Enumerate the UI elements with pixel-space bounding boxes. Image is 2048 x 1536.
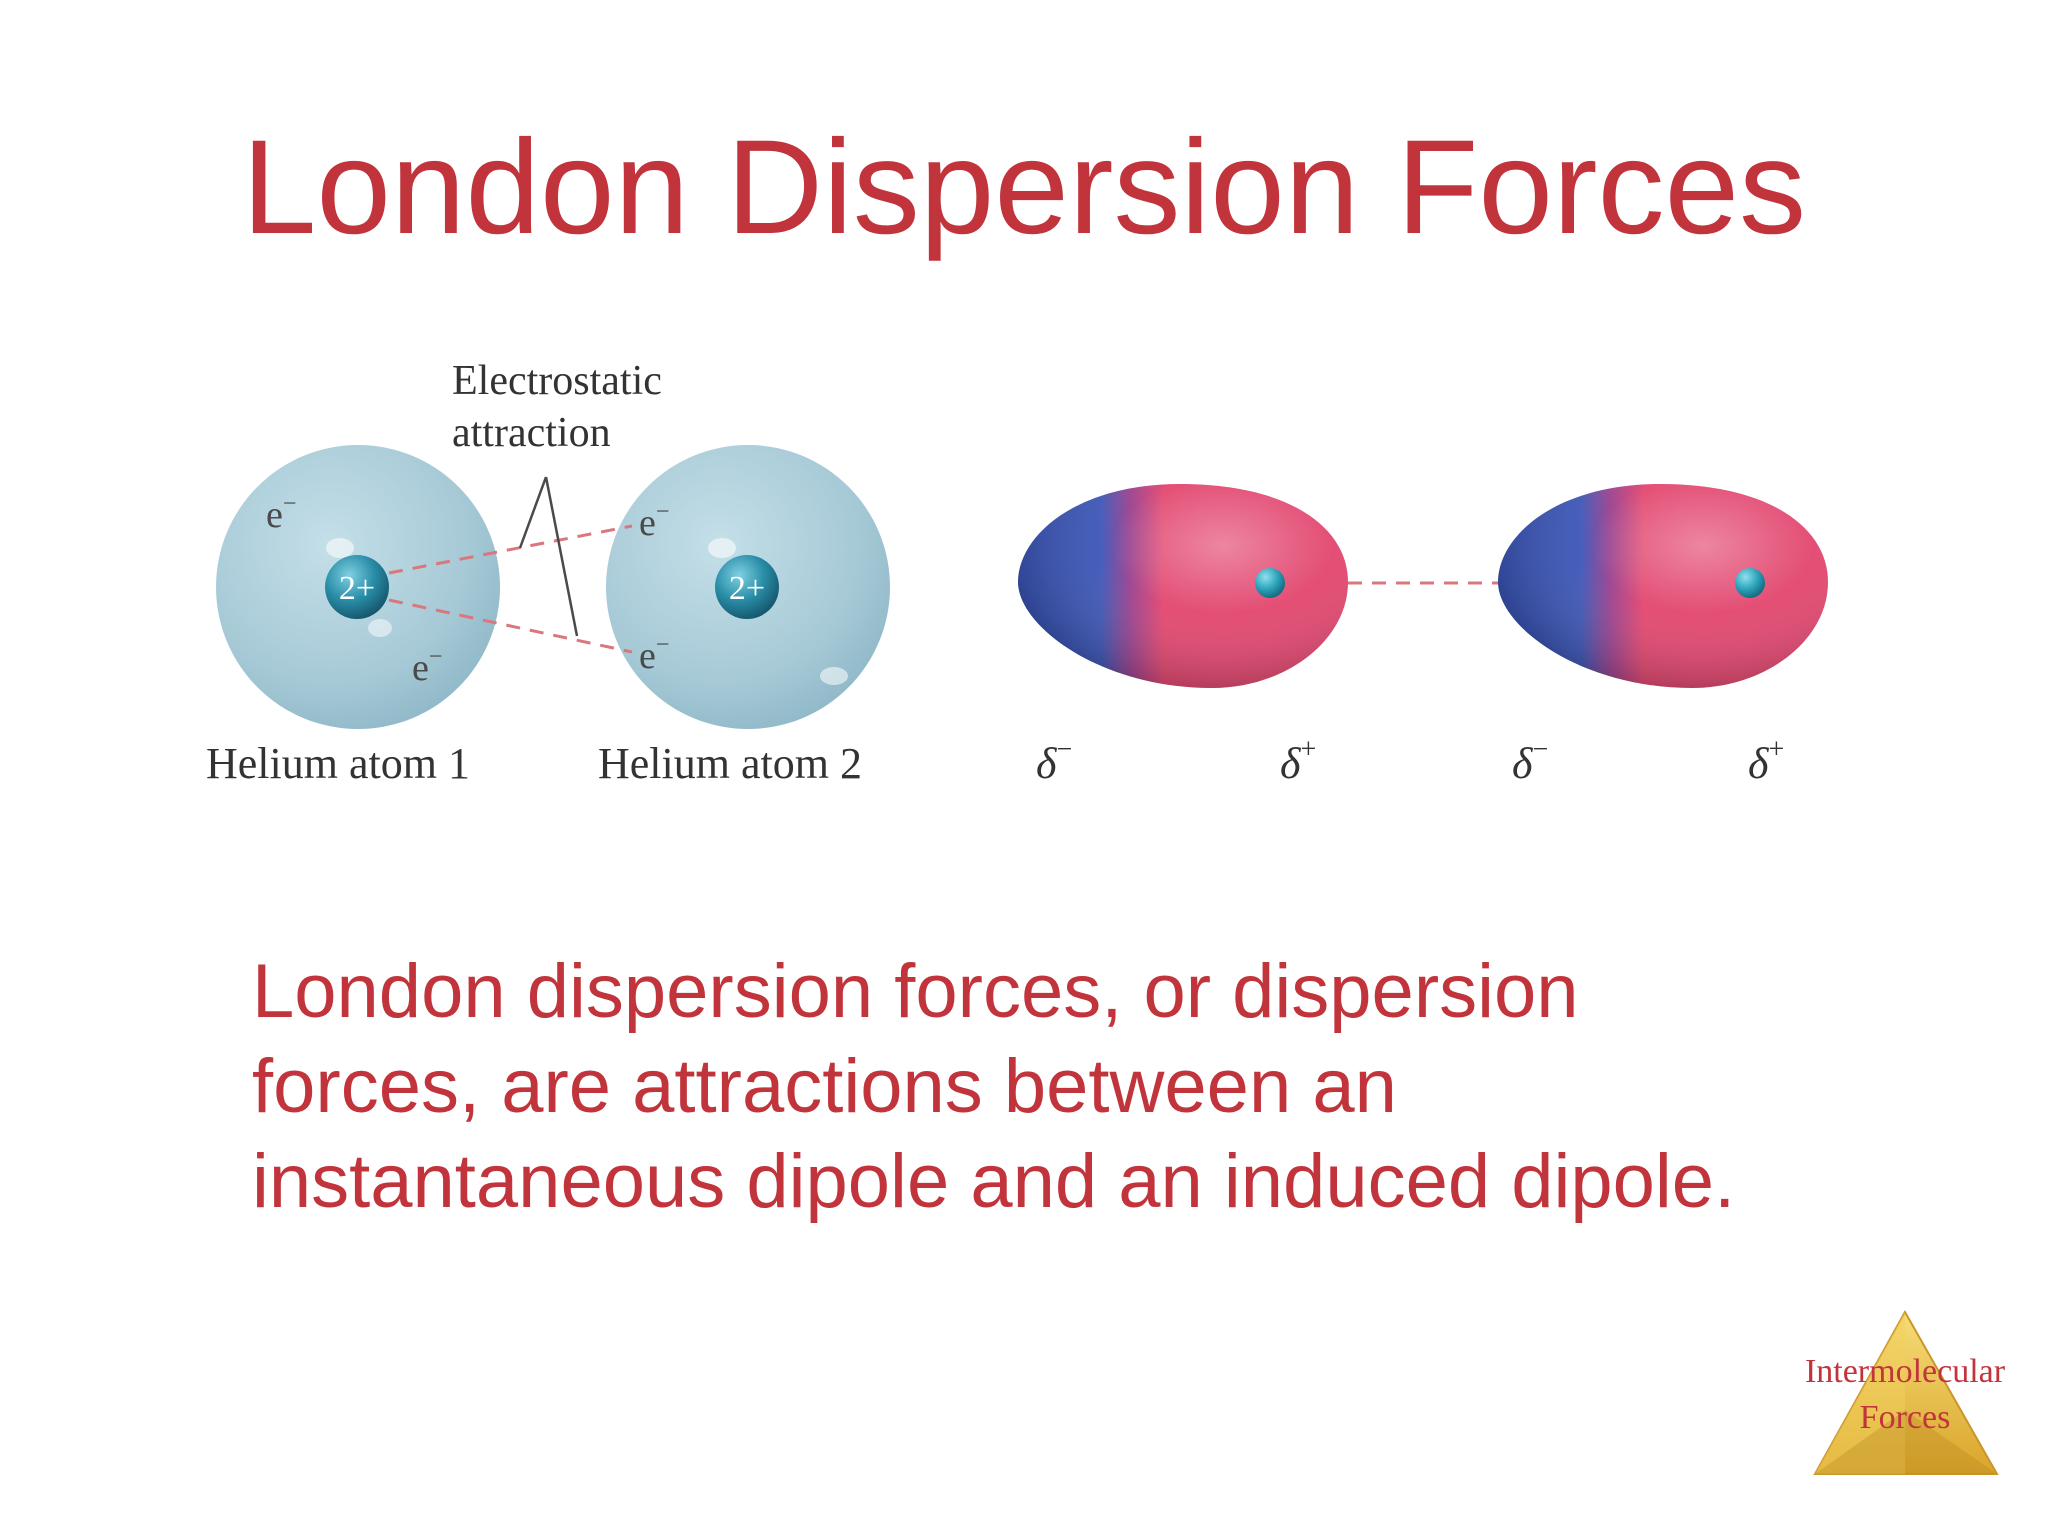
helium-atom-2: 2+ e− e−: [606, 445, 890, 729]
intermolecular-forces-badge: Intermolecular Forces: [1805, 1309, 2006, 1475]
helium-atom-1: 2+ e− e−: [216, 445, 500, 729]
electron-1a: e−: [266, 491, 296, 536]
nucleus-1: [325, 555, 389, 619]
slide-title: London Dispersion Forces: [241, 113, 1807, 262]
body-line-1: London dispersion forces, or dispersion: [252, 949, 1579, 1034]
body-line-3: instantaneous dipole and an induced dipo…: [252, 1139, 1736, 1224]
body-line-2: forces, are attractions between an: [252, 1044, 1397, 1129]
delta-minus-2: δ−: [1512, 734, 1548, 788]
atom-2-label: Helium atom 2: [598, 739, 862, 788]
body-text: London dispersion forces, or dispersion …: [252, 944, 1952, 1229]
delta-plus-2: δ+: [1748, 734, 1784, 788]
dipole-2-nucleus: [1735, 568, 1765, 598]
dipole-1-nucleus: [1255, 568, 1285, 598]
callout-label-line1: Electrostatic: [452, 358, 662, 404]
electron-2b: e−: [639, 632, 669, 677]
dipole-1: [1018, 484, 1348, 688]
badge-line2: Forces: [1860, 1399, 1951, 1436]
callout-label-line2: attraction: [452, 410, 611, 456]
electron-2a: e−: [639, 499, 669, 544]
dipole-2: [1498, 484, 1828, 688]
callout-pointer: [518, 476, 579, 637]
nucleus-1-charge: 2+: [339, 570, 375, 607]
atom-1-label: Helium atom 1: [206, 739, 470, 788]
attraction-lines: [388, 524, 633, 654]
nucleus-2-charge: 2+: [729, 570, 765, 607]
nucleus-2: [715, 555, 779, 619]
badge-line1: Intermolecular: [1805, 1353, 2006, 1390]
electron-1b: e−: [412, 644, 442, 689]
delta-plus-1: δ+: [1280, 734, 1316, 788]
delta-minus-1: δ−: [1036, 734, 1072, 788]
